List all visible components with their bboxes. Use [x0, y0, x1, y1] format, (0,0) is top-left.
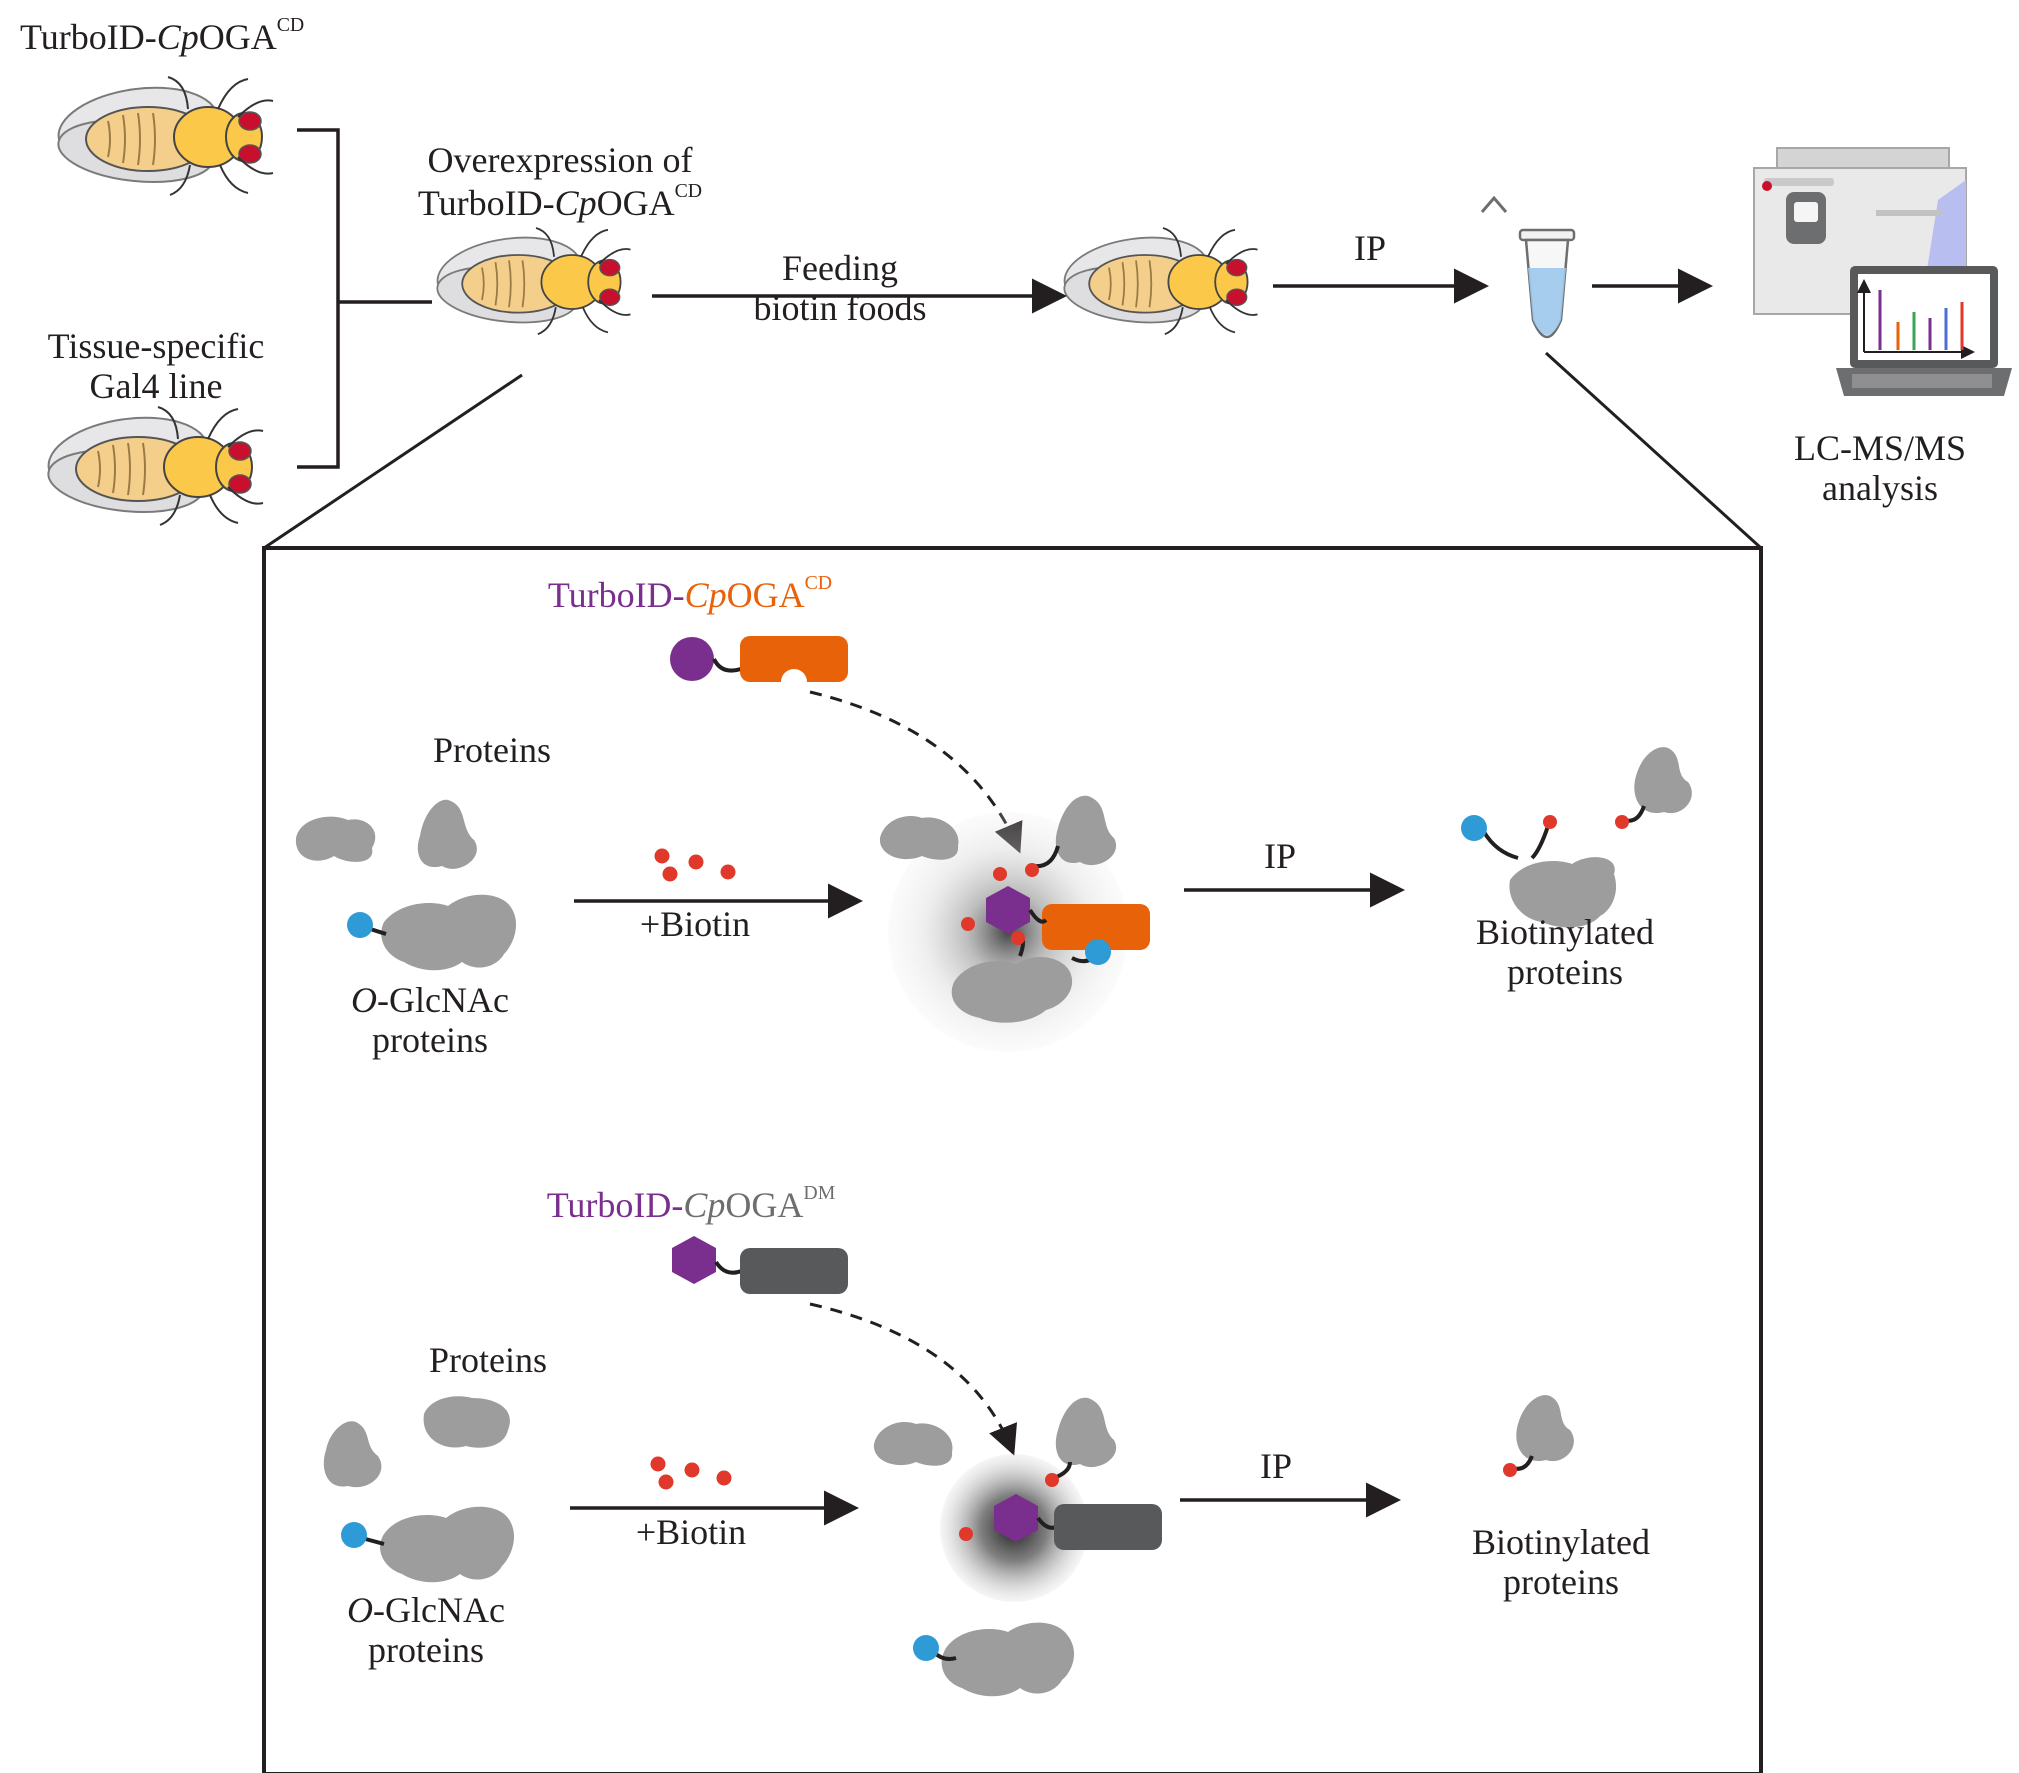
label-turboid-oga-dm: TurboID-CpOGADM — [546, 1182, 836, 1225]
turboid-oga-dm-construct — [672, 1236, 848, 1294]
label-proteins-cd: Proteins — [432, 730, 551, 770]
label-biotin-cd: +Biotin — [639, 904, 751, 944]
fly-fed — [1059, 227, 1259, 336]
inset-box — [262, 546, 1763, 1773]
unlabelled-glcnac-protein-dm — [913, 1622, 1075, 1697]
label-ip-dm: IP — [1259, 1446, 1292, 1486]
label-ip-cd: IP — [1263, 836, 1296, 876]
biotin-dots-dm — [650, 1456, 732, 1490]
labelled-complex-cd — [879, 795, 1150, 1023]
label-ip-top: IP — [1353, 228, 1386, 268]
fly-gal4-parent — [42, 406, 264, 526]
labelled-complex-dm — [873, 1397, 1162, 1550]
biotin-dots-cd — [654, 848, 736, 882]
turboid-oga-cd-construct — [670, 636, 848, 695]
label-turboid-parent: TurboID-CpOGACD — [20, 14, 305, 57]
biotinylated-protein-dm — [1503, 1395, 1574, 1477]
fly-overexpression — [432, 227, 632, 336]
label-proteins-dm: Proteins — [428, 1340, 547, 1380]
protein-group-cd-input — [295, 799, 517, 971]
label-turboid-oga-cd: TurboID-CpOGACD — [547, 572, 833, 615]
label-biotin-dm: +Biotin — [635, 1512, 747, 1552]
zoom-line-right — [1544, 351, 1763, 550]
biotinylated-proteins-cd — [1461, 747, 1692, 928]
microtube-icon — [1480, 195, 1576, 339]
cross-bracket — [297, 128, 432, 469]
glcnac-dot-cd-input — [347, 912, 373, 938]
fly-turboid-parent — [52, 76, 274, 196]
zoom-line-left — [263, 373, 523, 550]
laptop-chart-icon — [1836, 266, 2012, 396]
protein-group-dm-input — [323, 1396, 515, 1583]
glcnac-dot-dm-input — [341, 1522, 367, 1548]
